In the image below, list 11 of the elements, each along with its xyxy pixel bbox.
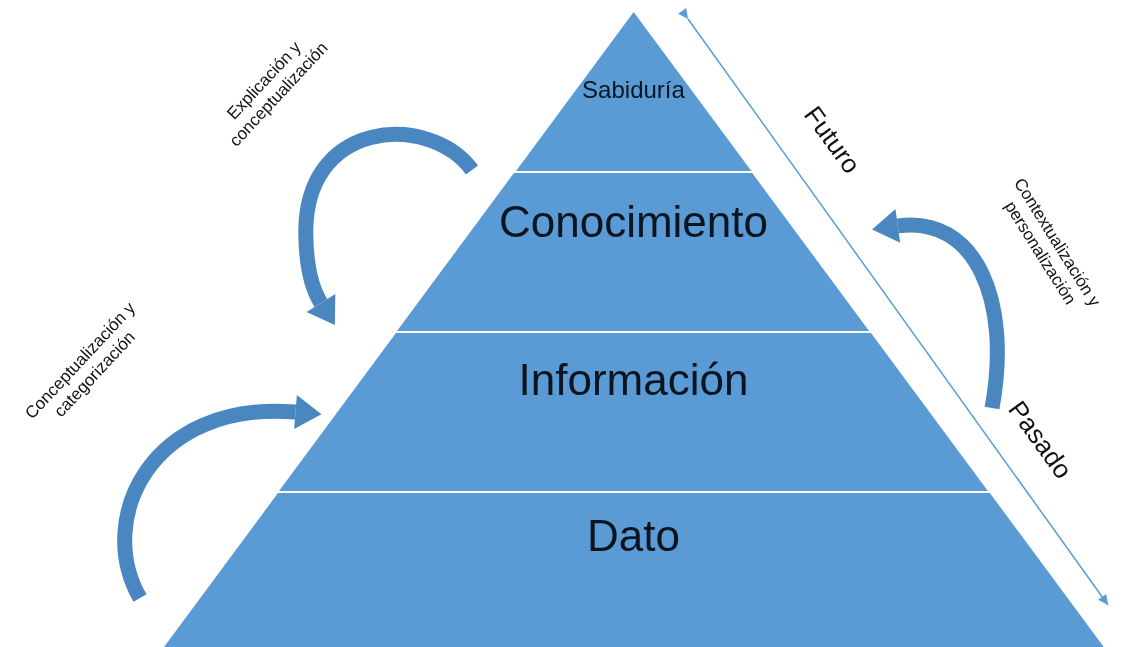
pyramid-layer [515,12,752,171]
pyramid-layer [397,173,870,331]
curved-arrow [871,208,1005,410]
layer-label: Información [518,354,749,405]
pyramid-layer [279,333,988,491]
layer-label: Dato [587,510,680,561]
layer-label: Conocimiento [498,196,768,247]
curved-arrow [117,395,322,602]
pyramid-layer [163,493,1104,647]
layer-label: Sabiduría [582,75,685,104]
curved-arrow [298,127,478,326]
